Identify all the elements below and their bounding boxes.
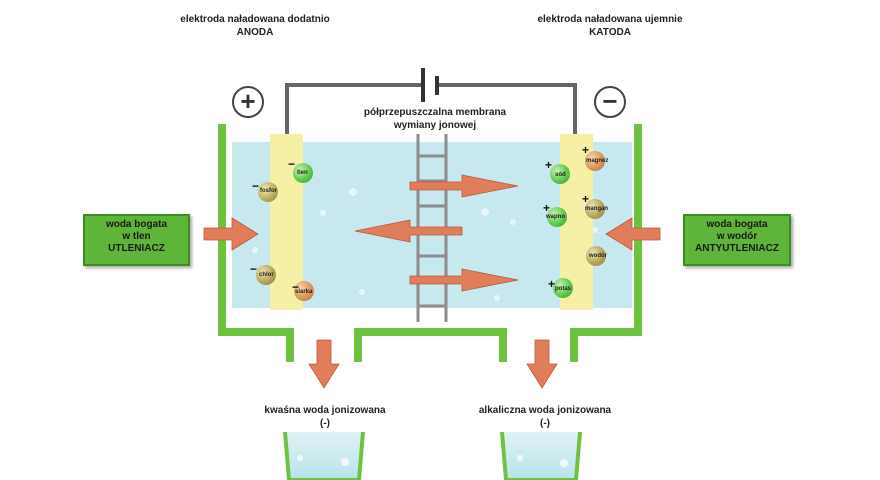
membrane-label-line1: półprzepuszczalna membrana	[363, 107, 507, 118]
output-left-line2: (-)	[320, 418, 330, 429]
output-left-line1: kwaśna woda jonizowana	[264, 405, 386, 416]
anode-label: elektroda naładowana dodatnio ANODA	[150, 13, 360, 39]
anode-label-line1: elektroda naładowana dodatnio	[180, 14, 330, 25]
inflow-arrow-left	[203, 217, 259, 251]
wire	[285, 83, 577, 134]
ion-tlen-label: tlen	[297, 170, 308, 176]
ion-magnez	[585, 151, 605, 171]
membrane-label: półprzepuszczalna membrana wymiany jonow…	[340, 106, 530, 132]
ion-tlen-sign: −	[288, 157, 296, 171]
ion-sod-sign: +	[545, 158, 553, 172]
ion-chlor	[256, 265, 276, 285]
input-box-right: woda bogata w wodór ANTYUTLENIACZ	[683, 214, 791, 266]
ion-mangan-label: mangan	[585, 206, 609, 212]
ion-flow-arrows	[354, 174, 519, 292]
input-right-line2: w wodór	[716, 231, 758, 242]
ion-wapno-label: wapno	[546, 214, 565, 220]
plus-icon: +	[232, 86, 264, 118]
input-left-line3: UTLENIACZ	[108, 243, 165, 254]
ion-wodor	[586, 246, 606, 266]
output-label-left: kwaśna woda jonizowana (-)	[240, 404, 410, 430]
cathode-label: elektroda naładowana ujemnie KATODA	[505, 13, 715, 39]
ion-wodor-label: wodór	[589, 253, 607, 259]
output-right-line2: (-)	[540, 418, 550, 429]
ion-potas	[553, 278, 573, 298]
ion-magnez-label: magnez	[586, 158, 609, 164]
ion-siarka	[294, 281, 314, 301]
input-right-line3: ANTYUTLENIACZ	[695, 243, 779, 254]
cathode-label-line2: KATODA	[589, 27, 631, 38]
minus-icon: −	[594, 86, 626, 118]
ion-potas-sign: +	[548, 277, 556, 291]
ion-chlor-label: chlor	[259, 272, 274, 278]
ion-sod-label: sód	[555, 172, 566, 178]
outflow-arrow-right	[526, 339, 558, 389]
ion-siarka-label: siarka	[295, 289, 313, 295]
outflow-arrow-left	[308, 339, 340, 389]
ion-wapno-sign: +	[543, 201, 551, 215]
cup-left	[283, 431, 365, 480]
ion-siarka-sign: −	[292, 280, 300, 294]
inflow-arrow-right	[605, 217, 661, 251]
ion-sod	[550, 164, 570, 184]
ion-fosfor-label: fosfor	[260, 188, 277, 194]
bubbles	[252, 188, 598, 301]
cup-right	[500, 431, 582, 480]
anode-label-line2: ANODA	[236, 27, 274, 38]
ion-potas-label: potas	[555, 286, 572, 292]
ion-tlen	[293, 163, 313, 183]
output-right-line1: alkaliczna woda jonizowana	[478, 405, 612, 416]
cathode-label-line1: elektroda naładowana ujemnie	[537, 14, 683, 25]
ion-fosfor	[258, 182, 278, 202]
ion-mangan-sign: +	[582, 192, 590, 206]
membrane-label-line2: wymiany jonowej	[393, 120, 477, 131]
input-left-line2: w tlen	[122, 231, 151, 242]
ion-mangan	[585, 199, 605, 219]
input-box-left: woda bogata w tlen UTLENIACZ	[83, 214, 190, 266]
ion-wapno	[547, 207, 567, 227]
ion-chlor-sign: −	[250, 262, 258, 276]
output-label-right: alkaliczna woda jonizowana (-)	[455, 404, 635, 430]
input-left-line1: woda bogata	[105, 219, 168, 230]
ion-magnez-sign: +	[582, 143, 590, 157]
input-right-line1: woda bogata	[706, 219, 768, 230]
ion-fosfor-sign: −	[252, 179, 260, 193]
cup-bubbles	[297, 455, 568, 467]
